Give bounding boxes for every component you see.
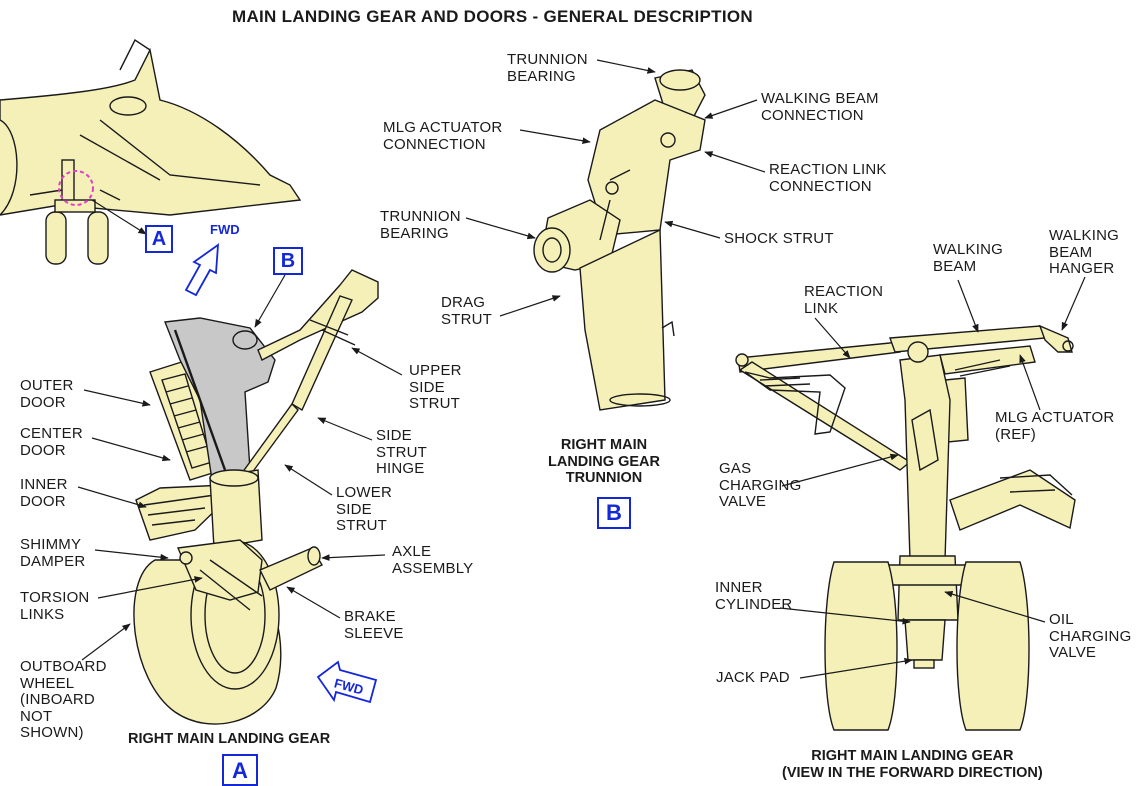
- label-outboard-wheel: OUTBOARD WHEEL (INBOARD NOT SHOWN): [20, 658, 107, 741]
- label-inner-cylinder: INNER CYLINDER: [715, 579, 793, 613]
- label-trunnion-bearing-left: TRUNNION BEARING: [380, 208, 461, 242]
- page-title: MAIN LANDING GEAR AND DOORS - GENERAL DE…: [232, 7, 753, 26]
- locator-circle: [58, 170, 94, 206]
- label-gas-charging-valve: GAS CHARGING VALVE: [719, 460, 802, 510]
- label-inner-door: INNER DOOR: [20, 476, 68, 510]
- fwd-label-upper: FWD: [210, 222, 240, 237]
- label-trunnion-bearing-top: TRUNNION BEARING: [507, 51, 588, 85]
- label-walking-beam: WALKING BEAM: [933, 241, 1004, 275]
- label-mlg-actuator-connection: MLG ACTUATOR CONNECTION: [383, 119, 503, 153]
- caption-view-a: RIGHT MAIN LANDING GEAR: [128, 731, 331, 747]
- ref-box-a-overview: A: [145, 225, 173, 253]
- fwd-arrow-upper-icon: [184, 243, 220, 297]
- label-oil-charging-valve: OIL CHARGING VALVE: [1049, 611, 1132, 661]
- ref-box-b-detail: B: [273, 247, 303, 275]
- caption-view-b: RIGHT MAIN LANDING GEAR TRUNNION: [548, 437, 660, 486]
- label-axle-assembly: AXLE ASSEMBLY: [392, 543, 474, 577]
- view-a-gear-illustration: [133, 269, 379, 725]
- label-drag-strut: DRAG STRUT: [441, 294, 492, 328]
- label-side-strut-hinge: SIDE STRUT HINGE: [376, 427, 427, 477]
- label-upper-side-strut: UPPER SIDE STRUT: [409, 362, 462, 412]
- ref-box-a-caption: A: [222, 754, 258, 786]
- label-brake-sleeve: BRAKE SLEEVE: [344, 608, 404, 642]
- ref-box-b-caption: B: [597, 497, 631, 529]
- forward-view-gear-illustration: [735, 324, 1076, 731]
- aircraft-overview-illustration: [0, 38, 302, 265]
- label-torsion-links: TORSION LINKS: [20, 589, 90, 623]
- label-shimmy-damper: SHIMMY DAMPER: [20, 536, 86, 570]
- label-reaction-link: REACTION LINK: [804, 283, 884, 317]
- label-shock-strut: SHOCK STRUT: [724, 230, 834, 247]
- label-outer-door: OUTER DOOR: [20, 377, 74, 411]
- label-reaction-link-connection: REACTION LINK CONNECTION: [769, 161, 887, 195]
- view-b-trunnion-illustration: [533, 69, 706, 411]
- caption-view-forward: RIGHT MAIN LANDING GEAR (VIEW IN THE FOR…: [782, 748, 1043, 781]
- label-center-door: CENTER DOOR: [20, 425, 83, 459]
- label-jack-pad: JACK PAD: [716, 669, 790, 686]
- fwd-arrow-lower-icon: [316, 660, 378, 704]
- label-lower-side-strut: LOWER SIDE STRUT: [336, 484, 393, 534]
- label-mlg-actuator-ref: MLG ACTUATOR (REF): [995, 409, 1115, 443]
- label-walking-beam-hanger: WALKING BEAM HANGER: [1049, 227, 1120, 277]
- label-walking-beam-connection: WALKING BEAM CONNECTION: [761, 90, 879, 124]
